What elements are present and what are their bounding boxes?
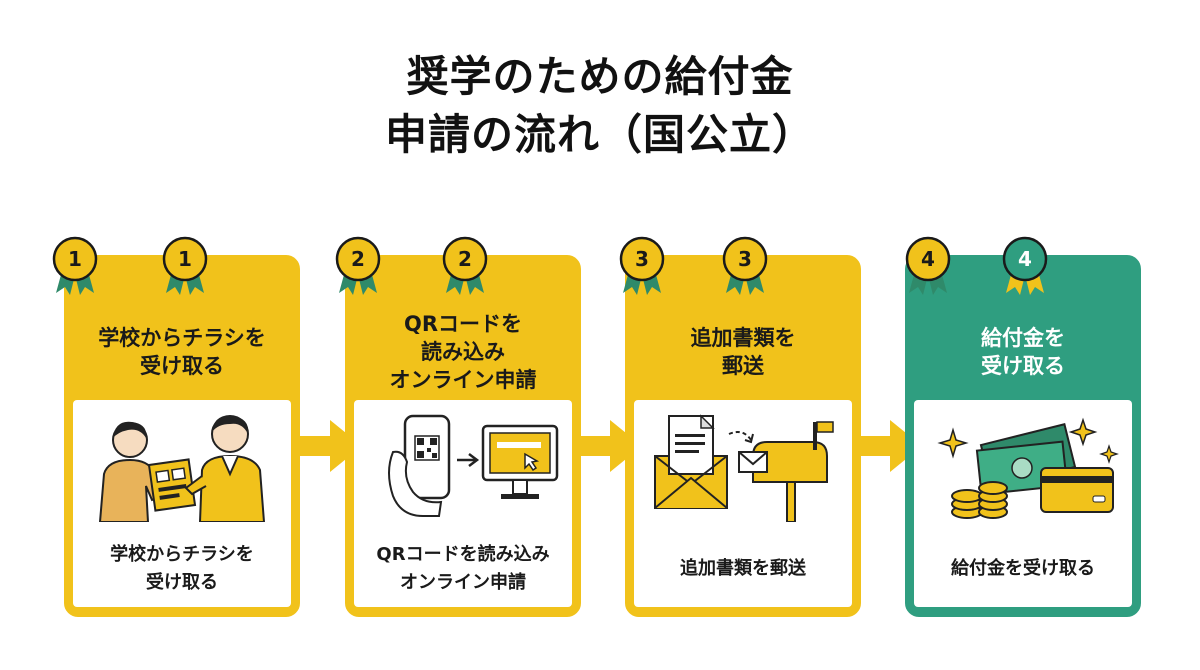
step-3-badge-center: 3	[720, 233, 770, 297]
step-1-body: 学校からチラシを 受け取る	[73, 400, 291, 607]
step-card-3: 追加書類を 郵送 追加書類を郵送	[625, 255, 861, 617]
step-3-number: 3	[635, 247, 649, 271]
step-1-badge-left: 1	[50, 233, 100, 297]
step-2-badge-left: 2	[333, 233, 383, 297]
medal-icon	[722, 236, 768, 295]
step-2-body: QRコードを読み込み オンライン申請	[354, 400, 572, 607]
step-4-heading: 給付金を 受け取る	[981, 326, 1065, 378]
medal-icon	[1002, 236, 1048, 295]
step-2-number: 2	[351, 247, 365, 271]
step-4-number: 4	[1018, 247, 1032, 271]
step-card-4: 給付金を 受け取る 給付金を受け取る	[905, 255, 1141, 617]
step-1-badge-center: 1	[160, 233, 210, 297]
step-1-number: 1	[68, 247, 82, 271]
step-4-body: 給付金を受け取る	[914, 400, 1132, 607]
envelope-mailbox-icon	[654, 414, 834, 522]
title-line-2: 申請の流れ（国公立）	[384, 110, 815, 159]
step-3-body: 追加書類を郵送	[634, 400, 852, 607]
step-3-heading: 追加書類を 郵送	[690, 326, 796, 378]
medal-icon	[619, 236, 665, 295]
medal-icon	[905, 236, 951, 295]
medal-icon	[442, 236, 488, 295]
step-4-number: 4	[921, 247, 935, 271]
title-line-1: 奨学のための給付金	[406, 52, 794, 101]
step-3-badge-left: 3	[617, 233, 667, 297]
page-title: 奨学のための給付金 申請の流れ（国公立）	[0, 48, 1200, 164]
step-3-caption: 追加書類を郵送	[680, 558, 806, 579]
medal-icon	[52, 236, 98, 295]
step-3-number: 3	[738, 247, 752, 271]
step-2-heading: QRコードを 読み込み オンライン申請	[389, 312, 537, 392]
step-card-2: QRコードを 読み込み オンライン申請 QRコードを読み込み オンライン申請	[345, 255, 581, 617]
step-4-caption: 給付金を受け取る	[951, 558, 1095, 579]
step-1-caption: 学校からチラシを 受け取る	[110, 544, 254, 593]
step-4-badge-left: 4	[903, 233, 953, 297]
step-2-number: 2	[458, 247, 472, 271]
step-4-badge-center: 4	[1000, 233, 1050, 297]
medal-icon	[335, 236, 381, 295]
medal-icon	[162, 236, 208, 295]
step-1-heading: 学校からチラシを 受け取る	[98, 326, 266, 378]
step-2-badge-center: 2	[440, 233, 490, 297]
money-card-icon	[937, 417, 1119, 519]
step-card-1: 学校からチラシを 受け取る 学校からチラシを 受け取る	[64, 255, 300, 617]
step-2-caption: QRコードを読み込み オンライン申請	[376, 544, 550, 593]
phone-qr-computer-icon	[388, 414, 559, 517]
students-flyer-icon	[98, 415, 266, 522]
step-1-number: 1	[178, 247, 192, 271]
